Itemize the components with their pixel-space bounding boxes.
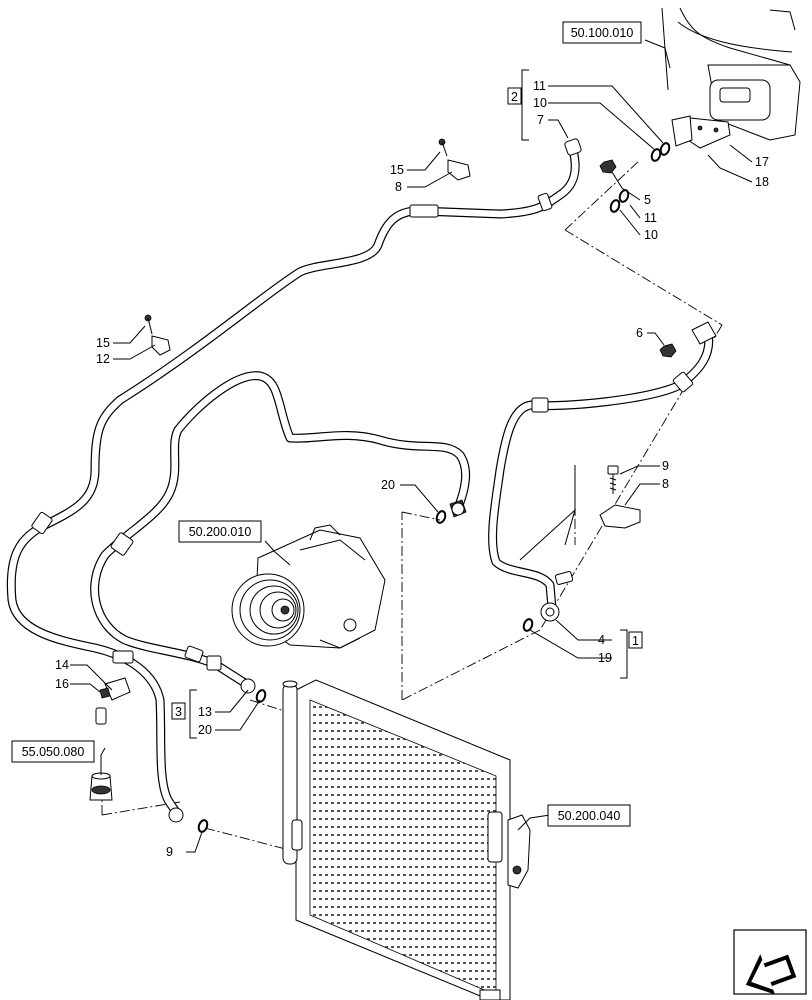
callout-10: 10 — [644, 228, 658, 242]
callout-6: 6 — [636, 326, 643, 340]
callout-7: 7 — [537, 113, 544, 127]
svg-text:50.100.010: 50.100.010 — [571, 26, 634, 40]
leader-lines — [70, 39, 753, 853]
arrow-back-icon[interactable] — [733, 929, 807, 1000]
hose-right — [488, 328, 714, 613]
callout-10: 10 — [533, 96, 547, 110]
callout-12: 12 — [96, 352, 110, 366]
callout-9: 9 — [662, 459, 669, 473]
callout-14: 14 — [55, 658, 69, 672]
bolt-15-lower — [144, 314, 153, 335]
callout-15: 15 — [96, 336, 110, 350]
ref-box-pressure-switch[interactable]: 55.050.080 — [11, 740, 95, 763]
callout-4: 4 — [598, 633, 605, 647]
nuts-and-bolts — [99, 138, 677, 701]
callout-5: 5 — [644, 193, 651, 207]
svg-text:2: 2 — [511, 90, 518, 104]
callout-17: 17 — [755, 155, 769, 169]
kit-box-3: 3 — [171, 702, 186, 720]
svg-text:55.050.080: 55.050.080 — [22, 745, 85, 759]
bolt-15-upper — [438, 138, 448, 157]
ref-box-compressor[interactable]: 50.200.010 — [178, 520, 262, 543]
kit-box-1: 1 — [628, 631, 643, 649]
callout-11: 11 — [644, 211, 657, 225]
condenser — [282, 679, 531, 1000]
callout-8: 8 — [662, 477, 669, 491]
callout-15: 15 — [390, 163, 404, 177]
callout-20: 20 — [381, 478, 395, 492]
callout-9: 9 — [166, 845, 173, 859]
svg-text:3: 3 — [175, 705, 182, 719]
callout-11: 11 — [533, 79, 546, 93]
hose-middle — [90, 371, 471, 690]
svg-text:50.200.040: 50.200.040 — [558, 809, 621, 823]
hose-ferrules — [31, 192, 694, 664]
svg-text:1: 1 — [632, 634, 639, 648]
ref-box-condenser[interactable]: 50.200.040 — [547, 804, 631, 827]
callout-20: 20 — [198, 723, 212, 737]
callout-16: 16 — [55, 677, 69, 691]
kit-box-2: 2 — [507, 87, 522, 105]
break-indicator — [519, 465, 576, 561]
bolt-9-upper — [607, 465, 619, 494]
callout-18: 18 — [755, 175, 769, 189]
callout-numbers: 11 10 7 17 18 5 11 10 15 8 15 12 6 9 8 2… — [55, 79, 769, 859]
ref-box-evaporator[interactable]: 50.100.010 — [562, 21, 642, 44]
callout-13: 13 — [198, 705, 212, 719]
hose-fittings — [168, 138, 717, 823]
compressor — [231, 524, 386, 649]
callout-8: 8 — [395, 180, 402, 194]
svg-text:50.200.010: 50.200.010 — [189, 525, 252, 539]
callout-19: 19 — [598, 651, 612, 665]
pressure-switch — [89, 707, 113, 801]
evaporator-assembly — [661, 7, 801, 149]
